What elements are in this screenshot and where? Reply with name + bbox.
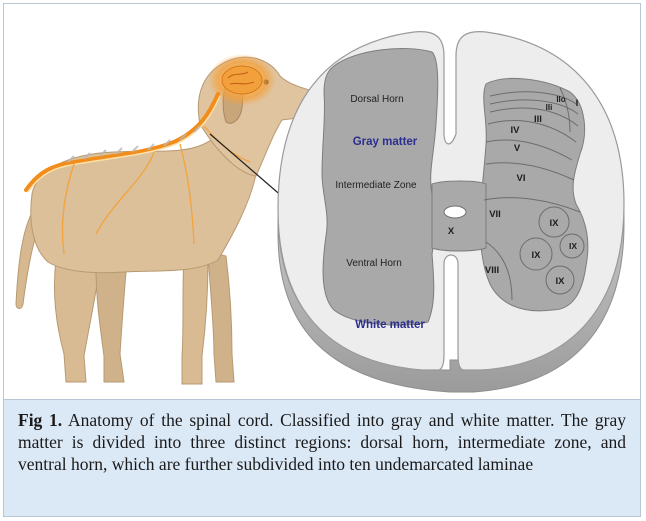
lamina-label: I	[576, 98, 579, 109]
lamina-label: VIII	[485, 265, 499, 276]
lamina-label: IX	[569, 241, 577, 251]
lamina-label: VII	[489, 209, 501, 220]
lamina-label: IIo	[556, 95, 565, 104]
central-canal	[444, 206, 466, 218]
figure-illustration: Dorsal Horn Gray matter Intermediate Zon…	[4, 4, 640, 398]
intermediate-zone-label: Intermediate Zone	[335, 180, 417, 191]
lamina-label: V	[514, 143, 521, 154]
lamina-label: VI	[517, 173, 526, 184]
dorsal-horn-label: Dorsal Horn	[350, 94, 403, 105]
gray-matter-label: Gray matter	[353, 136, 418, 148]
lamina-label: IX	[550, 218, 560, 229]
figure-caption: Fig 1. Anatomy of the spinal cord. Class…	[4, 399, 640, 516]
caption-text: Anatomy of the spinal cord. Classified i…	[18, 410, 626, 474]
lamina-label: X	[448, 226, 455, 237]
caption-label: Fig 1.	[18, 410, 62, 430]
lamina-label: III	[534, 114, 542, 125]
white-matter-label: White matter	[355, 319, 425, 331]
spinal-cord-diagram: Dorsal Horn Gray matter Intermediate Zon…	[4, 4, 640, 398]
lamina-label: IX	[556, 276, 566, 287]
lamina-label: IIi	[546, 103, 553, 112]
ventral-horn-label: Ventral Horn	[346, 258, 402, 269]
spinal-cord-section: Dorsal Horn Gray matter Intermediate Zon…	[278, 32, 624, 392]
lamina-label: IV	[511, 125, 521, 136]
lamina-label: IX	[532, 250, 542, 261]
